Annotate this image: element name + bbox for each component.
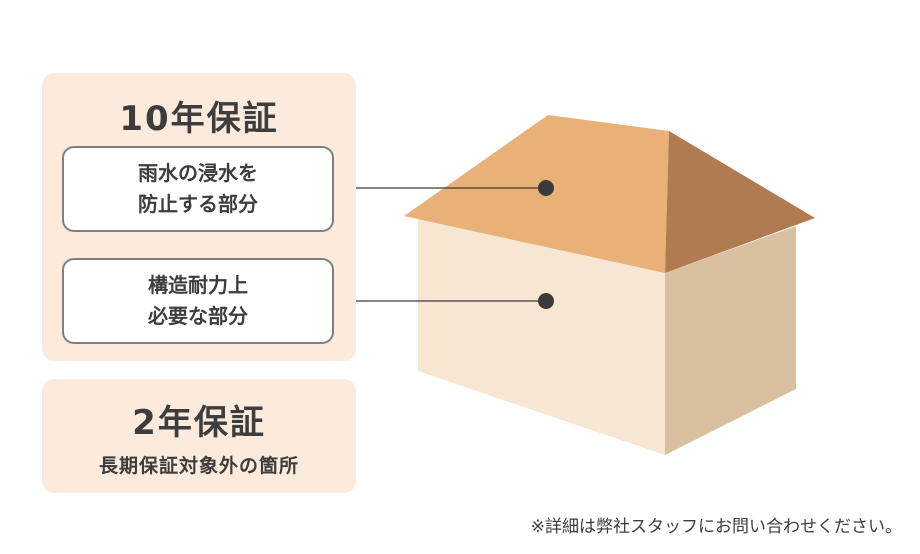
connector-dot-structure — [538, 293, 554, 309]
roof-front-face — [404, 115, 669, 273]
roof-side-face — [665, 131, 815, 273]
structural-line2: 必要な部分 — [148, 304, 248, 328]
ten-year-warranty-panel: 10年保証 雨水の浸水を 防止する部分 構造耐力上 必要な部分 — [42, 73, 356, 361]
structural-line1: 構造耐力上 — [148, 273, 248, 297]
two-year-subtitle: 長期保証対象外の箇所 — [98, 455, 299, 477]
connector-dot-rain — [538, 180, 554, 196]
structural-box: 構造耐力上 必要な部分 — [62, 258, 334, 344]
rain-prevention-box: 雨水の浸水を 防止する部分 — [62, 146, 334, 232]
footnote: ※詳細は弊社スタッフにお問い合わせください。 — [530, 517, 902, 537]
two-year-warranty-panel: 2年保証 長期保証対象外の箇所 — [42, 379, 356, 493]
house-front-wall — [418, 218, 665, 455]
house-side-wall — [665, 226, 796, 455]
rain-prevention-line1: 雨水の浸水を — [138, 161, 258, 185]
ten-year-title: 10年保証 — [119, 99, 279, 139]
two-year-title: 2年保証 — [132, 403, 266, 443]
rain-prevention-line2: 防止する部分 — [138, 192, 258, 216]
